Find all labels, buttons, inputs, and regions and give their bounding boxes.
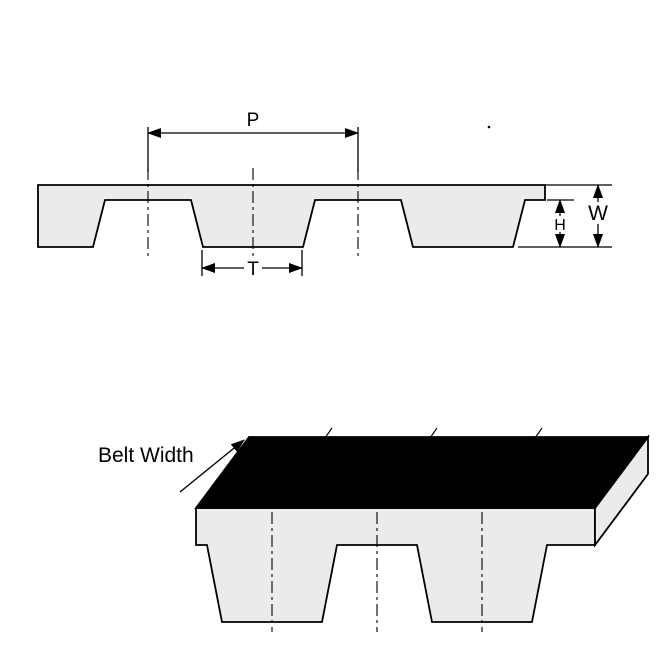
thickness-label: W (588, 202, 608, 225)
tick (429, 427, 438, 439)
centerlines (147, 168, 359, 257)
belt-width-arrow (179, 439, 245, 493)
top-face-ticks (324, 427, 543, 439)
tooth-height-label: H (554, 217, 566, 234)
tick (324, 427, 333, 439)
belt-top-face (194, 436, 650, 509)
tick (534, 427, 543, 439)
speck-dot (487, 125, 491, 129)
dimension-tooth-height: H (547, 199, 574, 248)
tooth-width-label: T (247, 259, 259, 280)
front-centerlines (271, 512, 483, 632)
belt-width-callout: Belt Width (98, 439, 245, 493)
dimension-pitch: P (147, 110, 359, 172)
perspective-view: Belt Width (98, 427, 650, 632)
belt-front-face (195, 507, 596, 623)
belt-width-label: Belt Width (98, 444, 194, 467)
dimension-tooth-width: T (201, 250, 303, 280)
belt-profile (37, 184, 546, 248)
cross-section-view: P T H W (37, 110, 612, 280)
dimension-thickness: W (518, 184, 612, 248)
pitch-label: P (247, 110, 260, 131)
